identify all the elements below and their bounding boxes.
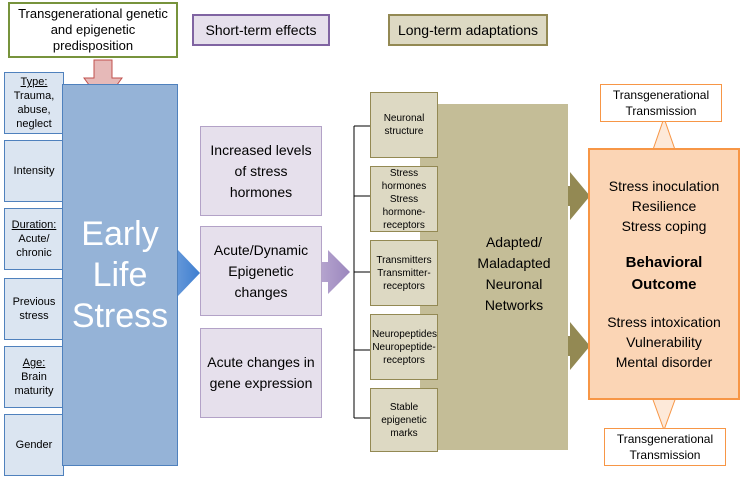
factor-duration-values: Acute/ chronic	[16, 233, 52, 259]
factor-previous-stress: Previous stress	[4, 278, 64, 340]
short-term-header: Short-term effects	[192, 14, 330, 46]
long-term-item-text: Transmitters Transmitter-receptors	[376, 254, 432, 292]
transmission-top-text: Transgenerational Transmission	[612, 88, 710, 118]
outcome-negative-3: Mental disorder	[615, 354, 713, 370]
long-term-item-text: Neuropeptides Neuropeptide-receptors	[372, 328, 438, 366]
outcome-positive-3: Stress coping	[621, 218, 707, 234]
behavioral-outcome-box: Stress inoculation Resilience Stress cop…	[588, 148, 740, 400]
transmission-bottom-box: Transgenerational Transmission	[604, 428, 726, 466]
factor-duration: Duration: Acute/ chronic	[4, 208, 64, 270]
effects-to-adaptations-arrow	[302, 250, 350, 294]
long-term-item: Stress hormones Stress hormone-receptors	[370, 166, 438, 232]
short-term-effect-text: Increased levels of stress hormones	[210, 141, 312, 200]
early-life-stress-label: Early Life Stress	[71, 214, 169, 335]
bracket-lines	[353, 125, 370, 419]
outcome-title-2: Outcome	[631, 276, 697, 293]
factor-type: Type: Trauma, abuse, neglect	[4, 72, 64, 134]
factor-age: Age: Brain maturity	[4, 346, 64, 408]
early-life-stress-box: Early Life Stress	[62, 84, 178, 466]
long-term-item-text: Stress hormones Stress hormone-receptors	[381, 167, 427, 231]
long-term-item: Neuronal structure	[370, 92, 438, 158]
long-term-item: Stable epigenetic marks	[370, 388, 438, 452]
factor-type-values: Trauma, abuse, neglect	[13, 90, 55, 130]
outcome-negative-1: Stress intoxication	[607, 314, 721, 330]
outcome-positive-1: Stress inoculation	[608, 178, 720, 194]
short-term-effect: Increased levels of stress hormones	[200, 126, 322, 216]
long-term-header: Long-term adaptations	[388, 14, 548, 46]
outcome-title-1: Behavioral	[625, 254, 703, 271]
factor-previous-stress-label: Previous stress	[12, 296, 56, 322]
long-term-item-text: Neuronal structure	[383, 113, 425, 137]
long-term-background	[420, 104, 568, 450]
transmission-bottom-text: Transgenerational Transmission	[616, 432, 714, 462]
short-term-effect-text: Acute changes in gene expression	[207, 354, 315, 391]
long-term-item-text: Stable epigenetic marks	[381, 401, 427, 439]
factor-intensity-label: Intensity	[13, 165, 55, 177]
networks-to-negative-outcome-arrow	[546, 322, 590, 370]
long-term-item: Neuropeptides Neuropeptide-receptors	[370, 314, 438, 380]
factor-age-label: Age:	[22, 357, 46, 369]
outcome-negative-2: Vulnerability	[626, 334, 702, 350]
long-term-item: Transmitters Transmitter-receptors	[370, 240, 438, 306]
short-term-effect: Acute changes in gene expression	[200, 328, 322, 418]
factor-type-label: Type:	[20, 76, 48, 88]
predisposition-text: Transgenerational genetic and epigenetic…	[18, 6, 168, 53]
short-term-header-label: Short-term effects	[205, 22, 317, 38]
transmission-top-box: Transgenerational Transmission	[600, 84, 722, 122]
predisposition-box: Transgenerational genetic and epigenetic…	[8, 2, 178, 58]
factor-gender: Gender	[4, 414, 64, 476]
long-term-header-label: Long-term adaptations	[397, 22, 539, 38]
short-term-effect: Acute/Dynamic Epigenetic changes	[200, 226, 322, 316]
networks-to-positive-outcome-arrow	[546, 172, 590, 220]
factor-intensity: Intensity	[4, 140, 64, 202]
factor-age-values: Brain maturity	[14, 371, 54, 397]
factor-gender-label: Gender	[15, 439, 53, 451]
outcome-positive-2: Resilience	[631, 198, 697, 214]
neuronal-networks-text: Adapted/ Maladapted Neuronal Networks	[477, 234, 551, 313]
short-term-effect-text: Acute/Dynamic Epigenetic changes	[213, 241, 309, 300]
neuronal-networks-label: Adapted/ Maladapted Neuronal Networks	[466, 224, 562, 324]
factor-duration-label: Duration:	[11, 219, 57, 231]
